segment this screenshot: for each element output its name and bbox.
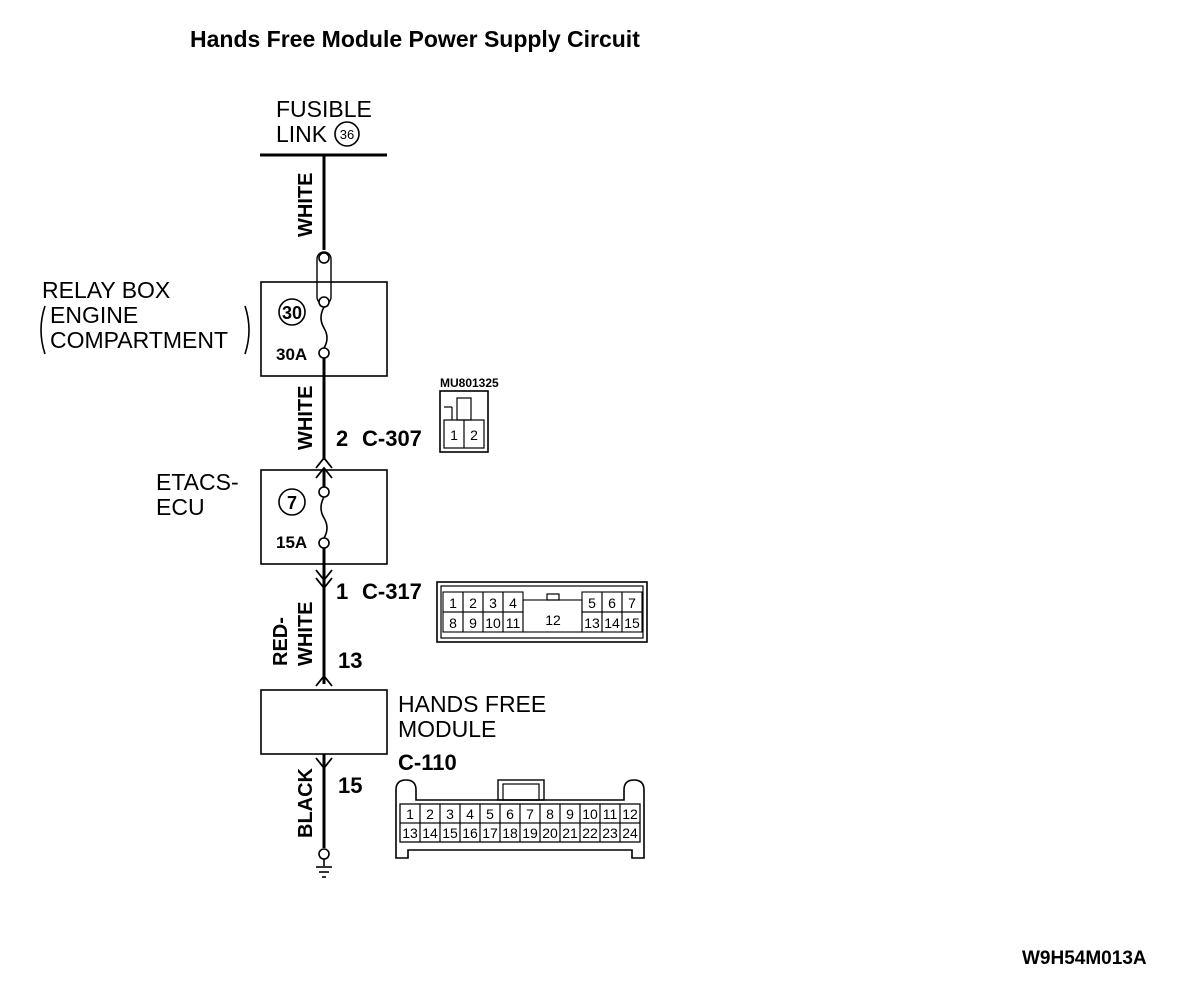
c307-connector-face: 1 2 <box>439 390 489 453</box>
c110-pin-8: 8 <box>546 806 554 822</box>
relay-box-label-line3: COMPARTMENT <box>50 327 228 353</box>
c110-pin-4: 4 <box>466 806 474 822</box>
c110-pin-11: 11 <box>603 806 618 822</box>
c317-pin-4: 4 <box>509 595 517 611</box>
relay-fuse-terminal-top <box>318 252 330 264</box>
etacs-label-line2: ECU <box>156 494 205 520</box>
fusible-link-number-circle <box>334 121 360 147</box>
c317-pin-8: 8 <box>449 615 457 631</box>
c110-pin-22: 22 <box>582 825 598 841</box>
c307-pin-label: 2 <box>336 426 348 451</box>
c317-terminal-arrow-top <box>315 569 333 582</box>
relay-box-label-line2: ENGINE <box>50 302 138 328</box>
fusible-link-number: 36 <box>340 127 354 142</box>
ground-terminal <box>318 848 330 860</box>
c317-pin-1: 1 <box>449 595 457 611</box>
c317-pin-6: 6 <box>608 595 616 611</box>
c307-pin-2: 2 <box>470 427 478 443</box>
module-label-line1: HANDS FREE <box>398 691 546 717</box>
relay-fuse-number: 30 <box>282 303 302 323</box>
relay-fuse-rating: 30A <box>276 345 307 364</box>
c110-pin-label: 15 <box>338 773 362 798</box>
c110-pin-3: 3 <box>446 806 454 822</box>
diagram-title: Hands Free Module Power Supply Circuit <box>190 26 640 52</box>
c110-pin-1: 1 <box>406 806 414 822</box>
etacs-fuse-number-circle <box>278 488 306 516</box>
etacs-fuse-number: 7 <box>287 493 297 513</box>
etacs-fuse-element <box>320 496 328 539</box>
c317-pin-label: 1 <box>336 579 348 604</box>
c317-pin-5: 5 <box>588 595 596 611</box>
c307-terminal-arrow-top <box>315 456 333 469</box>
c110-pin-19: 19 <box>522 825 538 841</box>
c317-pin-2: 2 <box>469 595 477 611</box>
c317-pin-7: 7 <box>628 595 636 611</box>
c317-pin-11: 11 <box>506 615 521 631</box>
c317-pin-12: 12 <box>545 612 561 628</box>
wire-color-red-white-2: WHITE <box>295 602 317 666</box>
relay-box-paren-left <box>40 305 46 355</box>
c110-pin-10: 10 <box>582 806 598 822</box>
c317-pin-3: 3 <box>489 595 497 611</box>
etacs-fuse-terminal-top <box>318 486 330 498</box>
c110-name: C-110 <box>398 750 457 775</box>
c307-name: C-307 <box>362 426 422 451</box>
etacs-fuse-terminal-bottom <box>318 537 330 549</box>
c317-pin-12-cell <box>522 599 583 633</box>
c110-pin-6: 6 <box>506 806 514 822</box>
relay-box-paren-right <box>244 305 250 355</box>
c110-pin-24: 24 <box>622 825 638 841</box>
c110-pin-16: 16 <box>462 825 478 841</box>
c307-terminal-arrow-bottom <box>315 466 333 479</box>
relay-fuse-terminal-mid <box>318 296 330 308</box>
c317-pin-9: 9 <box>469 615 477 631</box>
wire-color-white-2: WHITE <box>295 386 317 450</box>
c110-pin-14: 14 <box>422 825 438 841</box>
c317-pin-15-cell <box>621 611 643 633</box>
c110-pin-5: 5 <box>486 806 494 822</box>
c307-part-number: MU801325 <box>440 376 499 390</box>
c110-pin-21: 21 <box>562 825 578 841</box>
figure-code: W9H54M013A <box>1022 948 1147 969</box>
wire-color-black: BLACK <box>295 767 317 838</box>
etacs-label-line1: ETACS- <box>156 469 239 495</box>
c110-pin-7: 7 <box>526 806 534 822</box>
relay-box-label-line1: RELAY BOX <box>42 277 170 303</box>
c307-pin-1: 1 <box>450 427 458 443</box>
module-input-terminal-arrow <box>315 674 333 687</box>
c317-terminal-arrow-bottom <box>315 577 333 590</box>
module-input-pin-label: 13 <box>338 648 362 673</box>
c110-pin-18: 18 <box>502 825 518 841</box>
relay-fuse-terminal-bottom <box>318 347 330 359</box>
c110-pin-17: 17 <box>482 825 498 841</box>
c317-name: C-317 <box>362 579 422 604</box>
c110-pin-12: 12 <box>622 806 638 822</box>
etacs-fuse-rating: 15A <box>276 533 307 552</box>
wire-color-red-white-1: RED- <box>270 617 292 666</box>
wire-color-white-1: WHITE <box>295 173 317 237</box>
c110-terminal-arrow <box>315 757 333 770</box>
c317-pin-14: 14 <box>604 615 620 631</box>
c317-pin-10: 10 <box>485 615 501 631</box>
c317-pin-13: 13 <box>584 615 600 631</box>
relay-fuse-number-circle <box>278 298 306 326</box>
module-label-line2: MODULE <box>398 716 496 742</box>
fusible-link-label-line1: FUSIBLE <box>276 96 372 122</box>
c110-pin-9: 9 <box>566 806 574 822</box>
c110-pin-20: 20 <box>542 825 558 841</box>
c110-pin-2: 2 <box>426 806 434 822</box>
c110-pin-23: 23 <box>602 825 618 841</box>
c110-pin-24-cell <box>619 822 641 843</box>
relay-fuse-element <box>320 306 328 349</box>
hands-free-module-outline <box>260 689 388 755</box>
c317-pin-15: 15 <box>624 615 640 631</box>
c110-pin-13: 13 <box>402 825 418 841</box>
c110-pin-15: 15 <box>442 825 458 841</box>
fusible-link-label-line2: LINK <box>276 121 328 147</box>
